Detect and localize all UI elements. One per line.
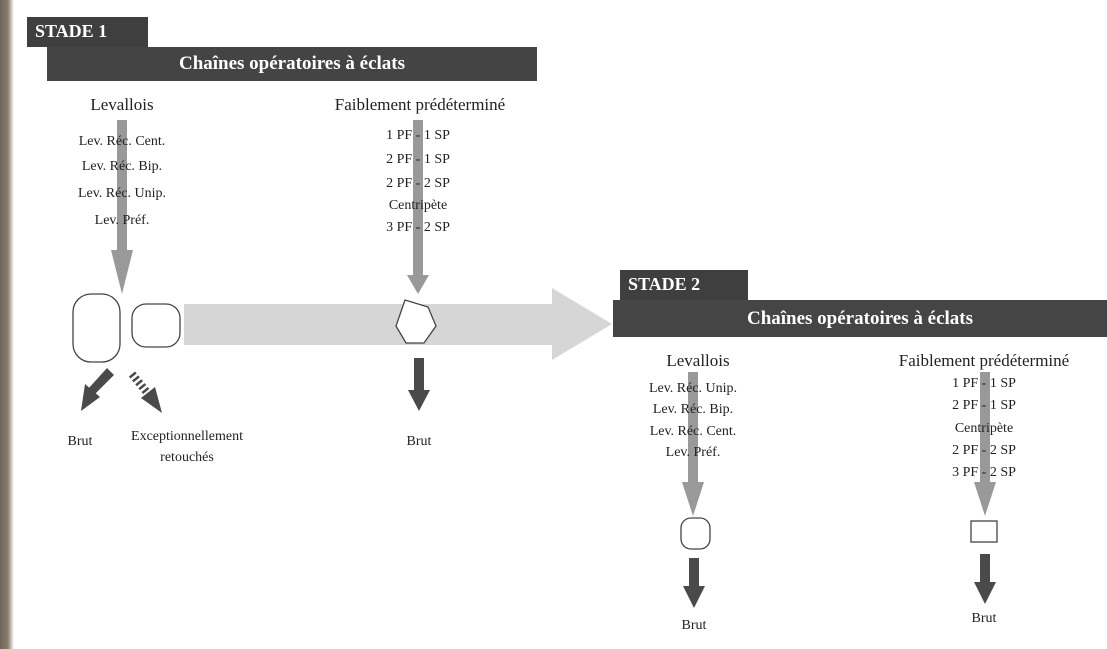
stage2-levallois-down-arrow	[682, 372, 704, 516]
list-item: 1 PF - 1 SP	[386, 128, 450, 143]
stage1-faible-heading: Faiblement prédéterminé	[334, 95, 506, 114]
stage2-levallois-brut-label: Brut	[681, 618, 707, 633]
list-item: 1 PF - 1 SP	[952, 376, 1016, 391]
list-item: Lev. Réc. Unip.	[648, 381, 738, 396]
stage2-core-rounded	[680, 517, 711, 550]
stage2-faible-down-arrow	[974, 372, 996, 516]
list-item: Centripète	[954, 421, 1014, 436]
list-item: 3 PF - 2 SP	[952, 465, 1016, 480]
list-item: Lev. Préf.	[94, 213, 150, 228]
list-item: 2 PF - 2 SP	[386, 176, 450, 191]
stage1-brut-arrow-diagonal	[81, 368, 114, 411]
list-item: 2 PF - 1 SP	[386, 152, 450, 167]
list-item: 2 PF - 2 SP	[952, 443, 1016, 458]
list-item: 2 PF - 1 SP	[952, 398, 1016, 413]
list-item: Centripète	[388, 198, 448, 213]
stage1-levallois-down-arrow	[111, 120, 133, 294]
stage1-retouched-label: Exceptionnellement retouchés	[131, 429, 243, 465]
stage2-core-square	[970, 520, 998, 543]
list-item: Lev. Réc. Cent.	[78, 134, 166, 149]
stage2-tab: STADE 2	[620, 270, 748, 300]
stage2-faible-heading: Faiblement prédéterminé	[898, 351, 1070, 370]
stage1-core-large	[72, 293, 121, 363]
stage2-faible-list: 1 PF - 1 SP 2 PF - 1 SP Centripète 2 PF …	[914, 376, 1054, 486]
list-item: Lev. Réc. Bip.	[652, 402, 734, 417]
stage1-faible-down-arrow	[407, 120, 429, 294]
stage1-faible-brut-label: Brut	[406, 434, 432, 449]
stage1-retouched-arrow-hatched	[128, 371, 162, 413]
stage1-levallois-heading: Levallois	[90, 95, 154, 114]
list-item: 3 PF - 2 SP	[386, 220, 450, 235]
list-item: Lev. Réc. Unip.	[77, 186, 167, 201]
stage2-banner: Chaînes opératoires à éclats	[613, 300, 1107, 337]
stage2-levallois-brut-arrow	[683, 558, 705, 608]
list-item: Lev. Préf.	[665, 445, 721, 460]
stage1-levallois-brut-label: Brut	[67, 434, 93, 449]
list-item: Lev. Réc. Bip.	[81, 159, 163, 174]
stage1-banner: Chaînes opératoires à éclats	[47, 47, 537, 81]
background-panel-lower	[560, 300, 1107, 649]
list-item: Lev. Réc. Cent.	[649, 424, 737, 439]
stage1-tab: STADE 1	[27, 17, 148, 47]
stage1-core-small	[131, 303, 181, 348]
stage1-hexagon-core	[395, 299, 437, 344]
stage2-faible-brut-arrow	[974, 554, 996, 604]
stage2-faible-brut-label: Brut	[971, 611, 997, 626]
stage1-brut-arrow-down	[408, 358, 430, 411]
stage2-levallois-list: Lev. Réc. Unip. Lev. Réc. Bip. Lev. Réc.…	[613, 381, 773, 471]
stage2-levallois-heading: Levallois	[666, 351, 730, 370]
stage1-faible-list: 1 PF - 1 SP 2 PF - 1 SP 2 PF - 2 SP Cent…	[348, 128, 488, 238]
stage1-levallois-list: Lev. Réc. Cent. Lev. Réc. Bip. Lev. Réc.…	[42, 134, 202, 244]
